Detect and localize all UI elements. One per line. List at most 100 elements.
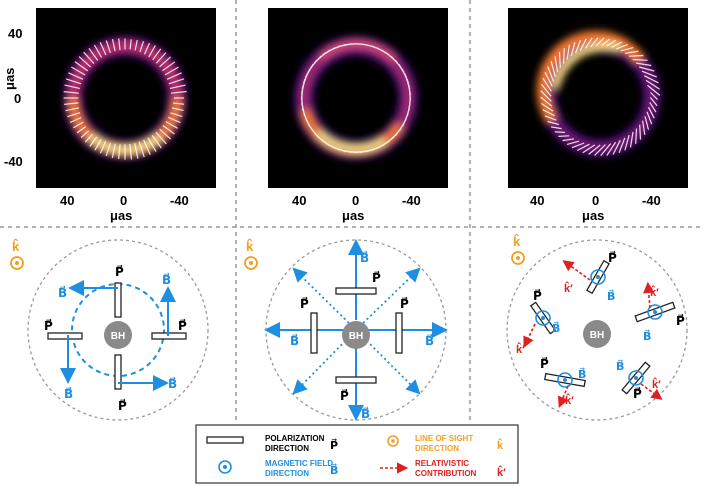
polarization-tick — [629, 131, 634, 148]
kprime-label-3a: k̂′ — [564, 282, 573, 295]
los-label-1: k̂ — [12, 239, 20, 254]
x-tick-0-2: 0 — [352, 193, 359, 208]
polarization-tick — [99, 42, 107, 56]
polarizer-top-1 — [114, 282, 122, 318]
b-label-1b: B⃗ — [64, 387, 73, 401]
legend-los-symbol: k̂ — [497, 439, 504, 452]
polarization-tick — [68, 72, 84, 80]
polarization-tick — [570, 42, 576, 57]
b-label-3d: B⃗ — [578, 367, 586, 381]
polarization-tick — [544, 71, 553, 87]
los-marker-1: k̂ — [10, 239, 24, 270]
b-dot-3e — [628, 370, 644, 386]
polarization-ticks-3 — [540, 37, 661, 157]
polarization-tick — [566, 140, 580, 145]
polarization-tick — [647, 84, 661, 96]
p-label-1b: P⃗ — [44, 319, 53, 333]
polarization-tick — [65, 107, 80, 112]
polarization-tick — [169, 84, 186, 89]
polarization-tick — [71, 66, 86, 76]
polarization-tick — [579, 38, 587, 51]
polarization-tick — [170, 90, 187, 94]
legend-los-swatch — [387, 435, 399, 447]
p-label-3b: P⃗ — [533, 289, 542, 303]
polarization-tick — [647, 106, 655, 119]
black-hole-2 — [342, 321, 370, 349]
polarization-tick — [159, 56, 172, 68]
x-axis-label-3: μas — [582, 208, 604, 223]
polarization-tick — [541, 84, 552, 97]
polarization-tick — [584, 37, 593, 49]
p-label-2b: P⃗ — [300, 297, 309, 311]
polarization-tick — [575, 39, 582, 54]
polarization-tick — [620, 47, 634, 52]
legend-magnetic-line2: DIRECTION — [265, 469, 309, 478]
bh-label-2: BH — [349, 331, 363, 342]
radial-field-axes — [264, 239, 448, 421]
legend-magnetic-line1: MAGNETIC FIELD — [265, 459, 333, 468]
p-label-1d: P⃗ — [118, 399, 127, 413]
polarization-tick — [576, 143, 590, 152]
polarization-tick — [601, 38, 610, 46]
b-label-1c: B⃗ — [168, 377, 177, 391]
legend-polarizer-swatch — [206, 436, 244, 444]
polarization-tick — [155, 52, 167, 64]
polarization-tick — [99, 141, 107, 154]
kprime-label-3c: k̂′ — [650, 286, 659, 299]
polarization-tick — [540, 90, 552, 102]
polarization-tick — [78, 56, 92, 68]
los-label-3: k̂ — [513, 234, 521, 249]
polarization-tick — [615, 43, 628, 50]
polarization-tick — [162, 125, 175, 135]
black-hole-3 — [583, 320, 611, 348]
legend-b-swatch — [218, 460, 232, 474]
polarization-tick — [547, 66, 555, 82]
polarization-tick — [143, 42, 151, 55]
polarization-tick — [554, 56, 559, 73]
b-label-2c: B⃗ — [425, 334, 434, 348]
legend-polarization-symbol: P⃗ — [330, 438, 338, 452]
polarization-tick — [600, 143, 612, 157]
schematic-panel-1: k̂ BH P⃗ P⃗ P⃗ P⃗ B⃗ B⃗ B⃗ B⃗ — [10, 239, 209, 421]
polarization-tick — [118, 144, 121, 160]
y-tick-minus-40: -40 — [4, 154, 23, 169]
schematic-panel-3: k̂ BH — [506, 234, 688, 421]
polarization-tick — [554, 131, 565, 133]
x-tick-40-1: 40 — [60, 193, 74, 208]
kprime-label-3d: k̂′ — [565, 394, 574, 407]
p-label-1c: P⃗ — [178, 319, 187, 333]
polarization-tick — [159, 128, 172, 140]
x-tick-0-3: 0 — [592, 193, 599, 208]
polarizer-bottom-1 — [114, 354, 122, 390]
polarization-tick — [164, 66, 179, 76]
polarizer-left-2 — [310, 312, 318, 354]
polarization-tick — [94, 139, 102, 151]
legend-los-line1: LINE OF SIGHT — [415, 434, 473, 443]
polarization-tick — [111, 38, 116, 52]
polarization-tick — [562, 138, 575, 142]
polarization-ticks-2 — [300, 43, 412, 154]
b-label-1d: B⃗ — [162, 273, 171, 287]
polarization-tick — [147, 137, 157, 152]
polarization-tick — [624, 134, 630, 151]
polarization-tick — [639, 124, 642, 140]
polarization-tick — [612, 139, 621, 155]
polarization-tick — [542, 77, 552, 92]
polarization-tick — [606, 141, 617, 156]
polarization-tick — [148, 45, 156, 58]
legend-box — [195, 424, 519, 484]
polarization-tick — [162, 61, 176, 72]
polarization-tick — [166, 72, 182, 80]
polarization-tick — [72, 121, 84, 129]
image-panel-3 — [508, 8, 688, 188]
polarization-tick — [173, 102, 185, 105]
polarization-tick — [64, 84, 80, 89]
polarization-tick — [118, 38, 121, 51]
black-hole-1 — [104, 321, 132, 349]
b-label-2b: B⃗ — [290, 334, 299, 348]
polarization-tick — [550, 61, 556, 77]
polarization-tick — [155, 131, 167, 145]
polarization-tick — [152, 48, 162, 61]
bh-label-1: BH — [111, 331, 125, 342]
los-label-2: k̂ — [246, 239, 254, 254]
